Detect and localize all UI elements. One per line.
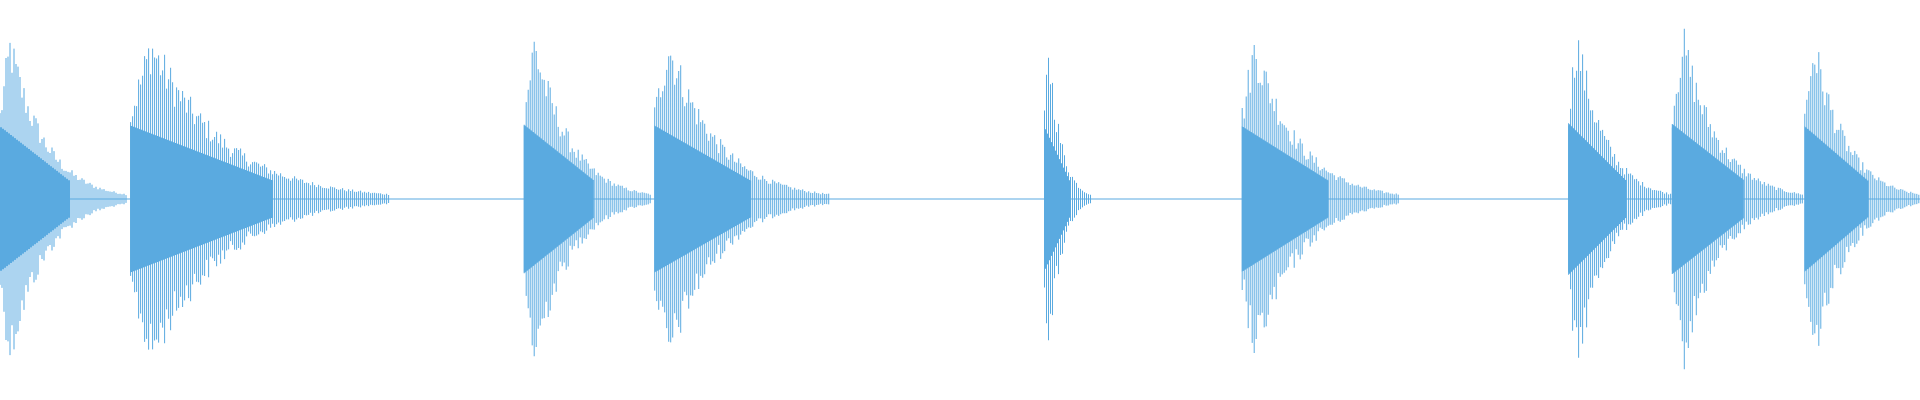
waveform-burst-core-1 <box>0 126 70 272</box>
waveform-burst-core-8 <box>1671 124 1744 274</box>
waveform-burst-core-9 <box>1804 126 1869 272</box>
waveform-burst-core-3 <box>523 124 594 274</box>
waveform-burst-core-7 <box>1568 123 1627 275</box>
waveform-burst-core-5 <box>1044 127 1070 271</box>
waveform-burst-core-6 <box>1241 126 1329 272</box>
waveform-burst-core-2 <box>130 125 274 273</box>
waveform-burst-core-4 <box>654 125 752 273</box>
